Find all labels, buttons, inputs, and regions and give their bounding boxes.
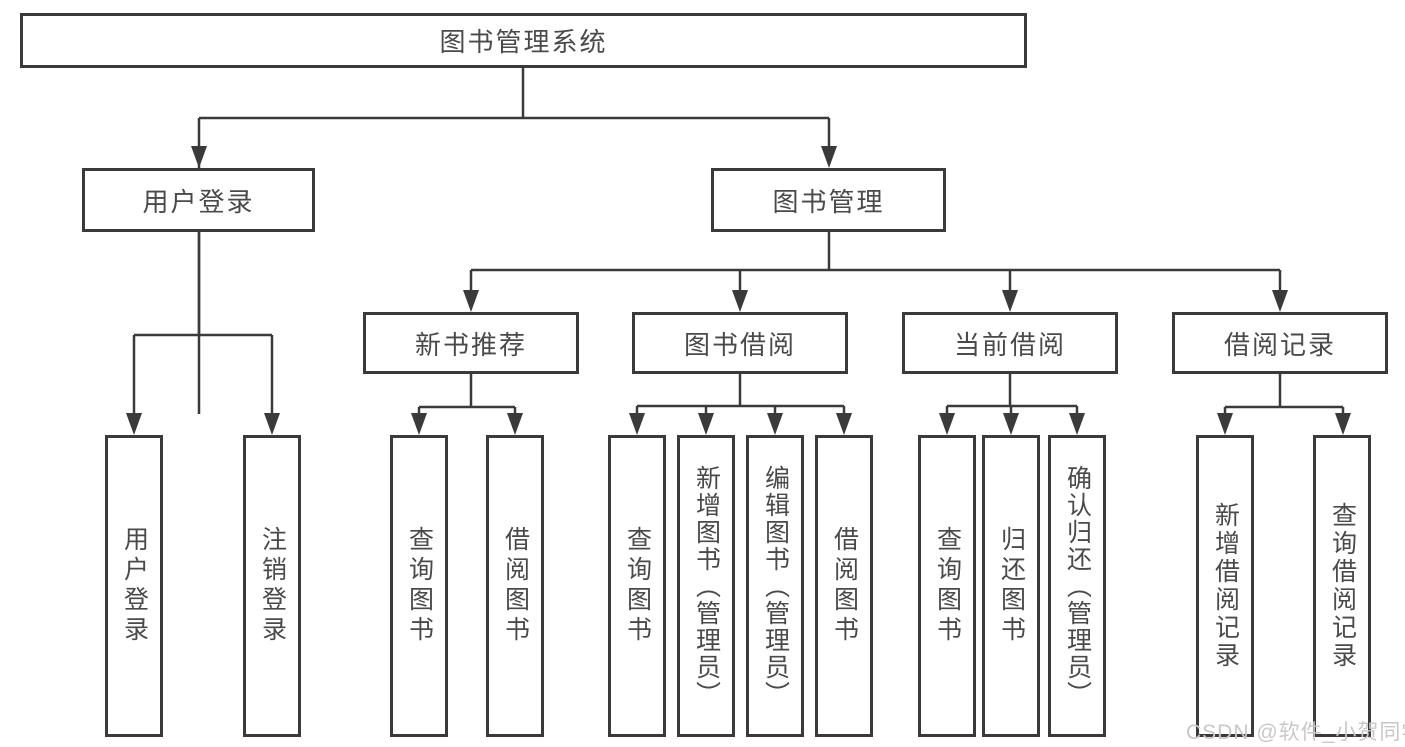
node-root: 图书管理系统 [20,13,1027,68]
leaf-query-books-borrow-label: 查询图书 [623,526,652,646]
leaf-add-borrow-record-label: 新增借阅记录 [1211,502,1240,670]
leaf-query-borrow-record: 查询借阅记录 [1313,435,1371,737]
leaf-user-login: 用户登录 [105,435,163,737]
node-borrow-records: 借阅记录 [1172,312,1388,374]
node-root-label: 图书管理系统 [439,27,608,57]
node-borrow-records-label: 借阅记录 [1223,329,1336,360]
node-book-management-label: 图书管理 [772,186,885,217]
leaf-borrow-books: 借阅图书 [815,435,873,737]
node-user-login-label: 用户登录 [142,186,255,217]
leaf-user-login-label: 用户登录 [120,526,149,646]
csdn-watermark: CSDN @软件_小贺同学 [1186,721,1405,744]
leaf-add-books-admin-label: 新增图书（管理员） [692,464,721,708]
leaf-borrow-books-recommend: 借阅图书 [486,435,544,737]
leaf-return-books-label: 归还图书 [997,526,1026,646]
leaf-query-books-recommend-label: 查询图书 [405,526,434,646]
leaf-logout: 注销登录 [243,435,301,737]
node-new-book-recommend-label: 新书推荐 [414,329,527,360]
leaf-confirm-return-admin-label: 确认归还（管理员） [1063,464,1092,708]
leaf-query-books-current: 查询图书 [918,435,976,737]
node-book-management: 图书管理 [711,168,946,232]
leaf-edit-books-admin-label: 编辑图书（管理员） [761,464,790,708]
node-current-borrow-label: 当前借阅 [953,329,1066,360]
leaf-borrow-books-label: 借阅图书 [830,526,859,646]
leaf-confirm-return-admin: 确认归还（管理员） [1048,435,1106,737]
leaf-query-books-borrow: 查询图书 [608,435,666,737]
leaf-borrow-books-recommend-label: 借阅图书 [501,526,530,646]
node-new-book-recommend: 新书推荐 [363,312,579,374]
leaf-return-books: 归还图书 [982,435,1040,737]
leaf-add-books-admin: 新增图书（管理员） [677,435,735,737]
node-book-borrow-label: 图书借阅 [683,329,796,360]
node-book-borrow: 图书借阅 [632,312,848,374]
leaf-add-borrow-record: 新增借阅记录 [1196,435,1254,737]
node-user-login: 用户登录 [82,168,315,232]
leaf-logout-label: 注销登录 [258,526,287,646]
leaf-query-borrow-record-label: 查询借阅记录 [1328,502,1357,670]
leaf-query-books-recommend: 查询图书 [390,435,448,737]
node-current-borrow: 当前借阅 [902,312,1118,374]
leaf-query-books-current-label: 查询图书 [933,526,962,646]
leaf-edit-books-admin: 编辑图书（管理员） [746,435,804,737]
